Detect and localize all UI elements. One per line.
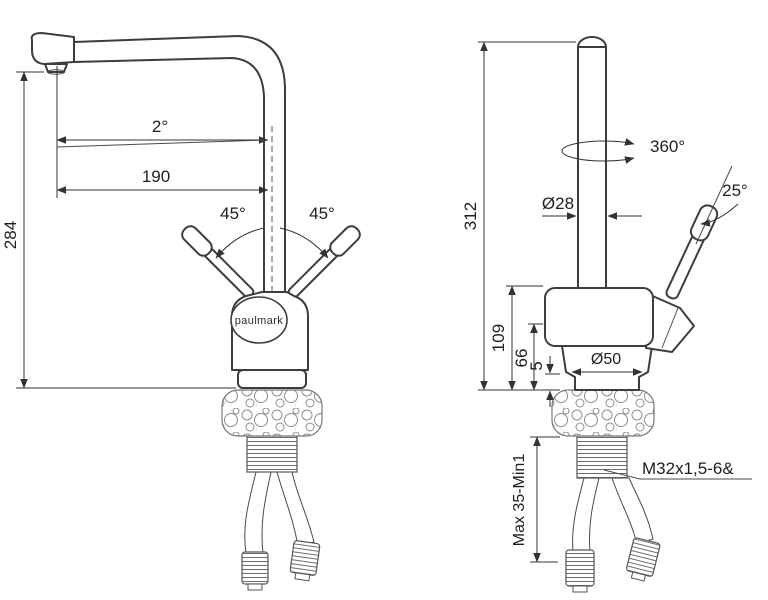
spout-angle-label: 2° [152,117,168,136]
riser-pipe [577,46,607,293]
dim-66-label: 66 [512,349,531,368]
base-flange [237,369,307,389]
handle-lever [665,204,719,300]
hose-left [572,477,600,553]
deck-gasket [551,389,655,437]
base-diameter-label: Ø50 [591,351,621,368]
base-cone [561,345,653,391]
faucet-body [544,287,654,347]
hose-fitting-right [626,537,661,582]
handle-left [181,225,255,299]
left-faucet: paulmark [30,32,361,591]
right-dimensions: 360° Ø28 25° 312 109 66 [461,41,752,563]
dim-5-label: 5 [527,361,546,370]
spout-and-riser [73,35,286,293]
brand-badge [230,296,288,344]
hose-fitting-left [565,549,595,593]
pipe-diameter-label: Ø28 [542,194,574,213]
handle-angle-left-label: 45° [220,204,246,223]
right-view: 360° Ø28 25° 312 109 66 [461,36,752,593]
swivel-360-label: 360° [650,137,685,156]
handle-angle-right-label: 45° [309,204,335,223]
brand-logo-text: paulmark [235,315,284,327]
mounting-thickness-label: Max 35-Min1 [511,454,528,547]
right-faucet [544,36,719,593]
spout-head [30,32,75,65]
handle-right [287,225,361,299]
left-dimensions: 284 2° 190 45° 45° [1,66,335,389]
mounting-shank [246,435,298,473]
height-284-label: 284 [1,221,20,249]
mounting-thread [576,435,628,479]
aerator-outlet [47,69,65,75]
handle-angle-25-label: 25° [722,181,748,200]
thread-spec-label: M32x1,5-6& [642,459,734,478]
hose-right [276,471,315,547]
hose-left [244,471,272,555]
height-312-label: 312 [461,202,480,230]
deck-gasket [221,389,323,437]
dim-109-label: 109 [489,324,508,352]
hose-right [611,477,654,545]
hose-fitting-left [241,551,269,591]
hose-fitting-right [289,540,321,582]
reach-190-label: 190 [142,167,170,186]
left-view: paulmark 284 2° 190 45° 45° [1,32,361,591]
